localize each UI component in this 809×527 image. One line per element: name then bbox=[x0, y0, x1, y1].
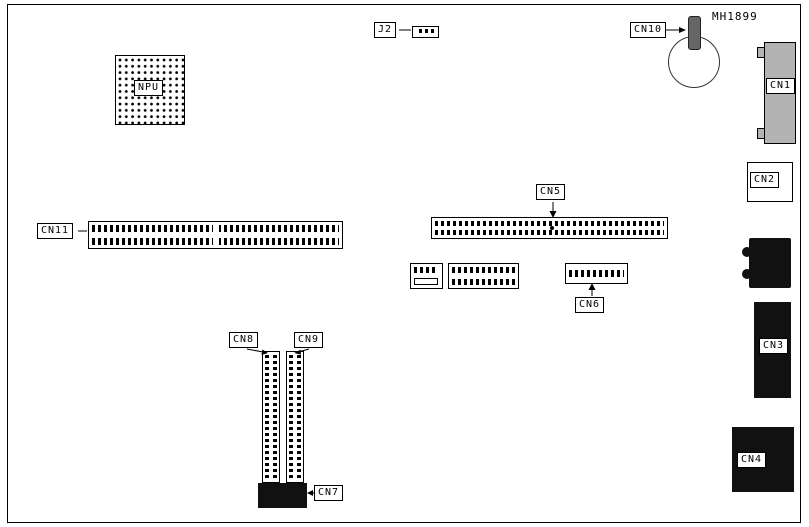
cn6-connector bbox=[565, 263, 628, 284]
cn7-connector bbox=[258, 483, 307, 508]
j2-pins bbox=[419, 29, 434, 33]
cn9-pins-right bbox=[297, 355, 301, 479]
small-header-left-pins bbox=[414, 267, 438, 273]
audio-jack-bottom bbox=[742, 269, 752, 279]
battery-clip bbox=[688, 16, 701, 50]
cn2-label: CN2 bbox=[750, 172, 780, 188]
j2-label: J2 bbox=[374, 22, 397, 38]
cn9-label: CN9 bbox=[294, 332, 324, 348]
cn11-memory-socket bbox=[88, 221, 343, 249]
npu-label: NPU bbox=[134, 80, 164, 96]
cn5-pins-top bbox=[435, 221, 664, 226]
cn8-pins-left bbox=[265, 355, 269, 479]
cn10-label: CN10 bbox=[630, 22, 667, 38]
cpu-socket bbox=[115, 55, 185, 125]
board-outline bbox=[7, 4, 801, 523]
cn1-label: CN1 bbox=[766, 78, 796, 94]
cn8-slot bbox=[262, 351, 280, 483]
diagram-title: MH1899 bbox=[712, 10, 758, 23]
cn5-pins-bottom bbox=[435, 230, 664, 235]
cn3-label: CN3 bbox=[759, 338, 789, 354]
small-header-right-pins-top bbox=[452, 267, 515, 273]
cn5-label: CN5 bbox=[536, 184, 566, 200]
cn7-label: CN7 bbox=[314, 485, 344, 501]
small-header-right bbox=[448, 263, 519, 289]
small-header-left bbox=[410, 263, 443, 289]
cn11-key-notch bbox=[213, 223, 219, 247]
cn9-pins-left bbox=[289, 355, 293, 479]
cn6-label: CN6 bbox=[575, 297, 605, 313]
small-header-right-pins-bottom bbox=[452, 279, 515, 285]
cn9-slot bbox=[286, 351, 304, 483]
cn8-label: CN8 bbox=[229, 332, 259, 348]
audio-connector-block bbox=[749, 238, 791, 288]
cn5-connector bbox=[431, 217, 668, 239]
cn4-label: CN4 bbox=[737, 452, 767, 468]
cn6-pins bbox=[569, 270, 624, 277]
j2-jumper bbox=[412, 26, 439, 38]
cn5-pin1-marker bbox=[550, 226, 554, 230]
cn8-pins-right bbox=[273, 355, 277, 479]
cn11-label: CN11 bbox=[37, 223, 74, 239]
small-header-left-slot bbox=[414, 278, 438, 285]
audio-jack-top bbox=[742, 247, 752, 257]
